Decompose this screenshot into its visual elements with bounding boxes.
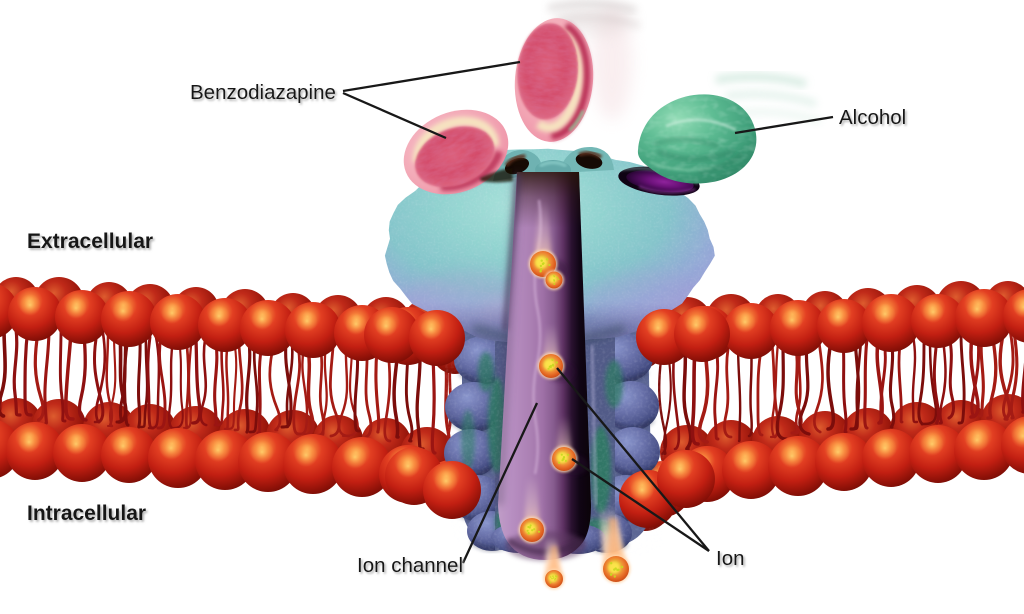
svg-text:Ion: Ion — [716, 547, 745, 570]
svg-text:Extracellular: Extracellular — [27, 230, 153, 253]
svg-text:Benzodiazapine: Benzodiazapine — [190, 81, 336, 104]
svg-text:Alcohol: Alcohol — [839, 106, 906, 129]
svg-text:Ion channel: Ion channel — [357, 554, 463, 577]
svg-text:Intracellular: Intracellular — [27, 502, 146, 525]
